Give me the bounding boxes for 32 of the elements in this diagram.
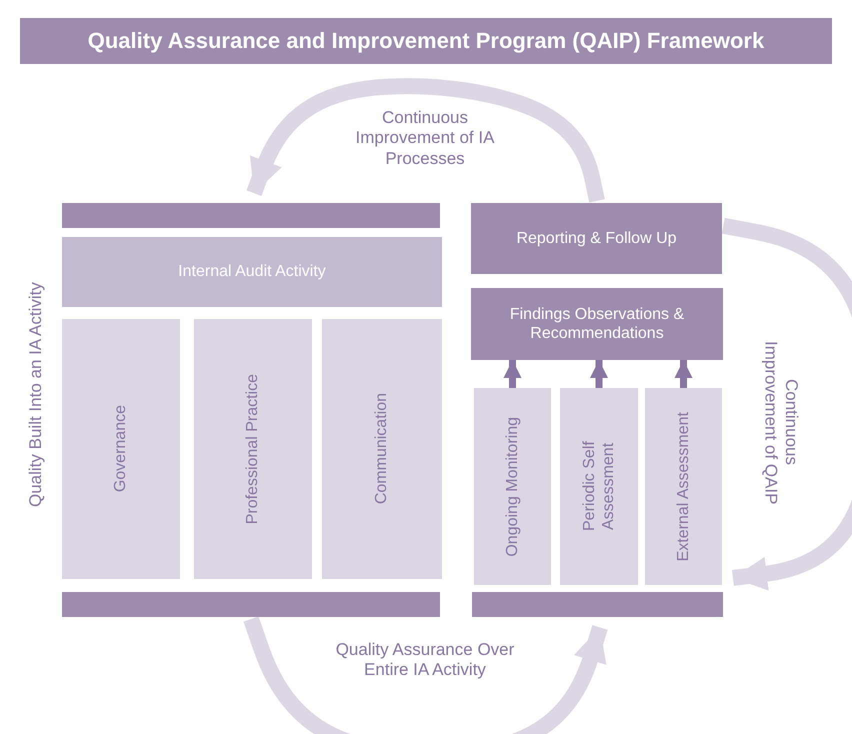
arrow	[504, 360, 522, 388]
box-label: Reporting & Follow Up	[515, 228, 678, 248]
box-label: Internal Audit Activity	[177, 262, 327, 282]
title-banner: Quality Assurance and Improvement Program (QAIP) Framework	[20, 18, 832, 64]
box-label: Professional Practice	[243, 374, 262, 524]
box-label: Governance	[111, 405, 130, 493]
edge-label: Continuous Improvement of IA Processes	[354, 108, 496, 170]
edge-label: Continuous Improvement of QAIP	[760, 340, 801, 506]
process-box	[474, 388, 551, 585]
curved-arrow	[722, 218, 852, 591]
curved-arrow	[243, 616, 608, 734]
box-label: Findings Observations & Recommendations	[508, 304, 686, 344]
side-label: Quality Built Into an IA Activity	[26, 281, 46, 510]
arrow	[674, 360, 692, 388]
process-box	[322, 319, 442, 579]
box-label: External Assessment	[674, 412, 693, 562]
box-label: Periodic Self Assessment	[580, 440, 618, 534]
process-box	[62, 237, 442, 307]
process-box	[560, 388, 638, 585]
process-box	[471, 203, 722, 274]
curved-arrow	[246, 78, 605, 202]
box-label: Ongoing Monitoring	[502, 416, 522, 556]
process-box	[645, 388, 722, 585]
bar	[62, 592, 440, 617]
process-box	[62, 319, 180, 579]
arrow	[590, 360, 608, 388]
edge-label: Quality Assurance Over Entire IA Activity	[334, 640, 516, 681]
bar	[472, 592, 723, 617]
bar	[62, 203, 440, 228]
process-box	[194, 319, 312, 579]
box-label: Communication	[372, 393, 392, 505]
process-box	[471, 288, 723, 360]
